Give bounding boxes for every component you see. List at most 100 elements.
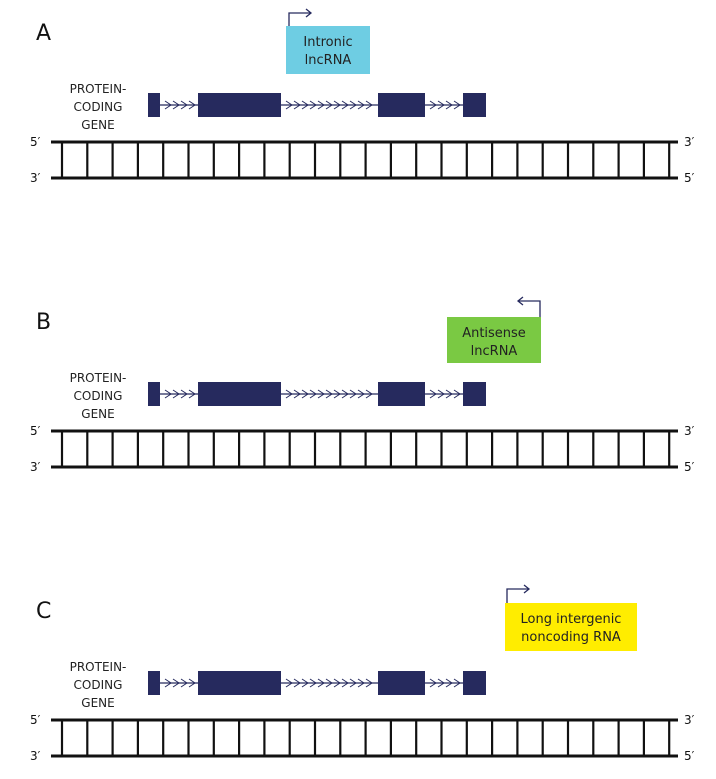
strand-end-label: 3′ xyxy=(30,171,41,185)
intron-chevron xyxy=(317,389,325,399)
intron-chevron xyxy=(445,389,453,399)
protein-coding-gene xyxy=(148,93,486,117)
intron-chevron xyxy=(164,100,172,110)
intron-chevron xyxy=(341,678,349,688)
gene-label: GENE xyxy=(81,696,114,710)
intron-chevron xyxy=(365,100,373,110)
intron-chevron xyxy=(357,389,365,399)
tss-arrow-icon xyxy=(506,584,531,603)
gene-label: PROTEIN- xyxy=(70,660,127,674)
lncrna-label: lncRNA xyxy=(471,344,518,359)
gene-label: CODING xyxy=(74,100,123,114)
exon-block xyxy=(378,671,425,695)
strand-end-label: 3′ xyxy=(684,713,695,727)
lncrna-label: Intronic xyxy=(303,35,352,50)
intron-chevron xyxy=(349,389,357,399)
intron-chevron xyxy=(453,389,461,399)
exon-block xyxy=(463,671,486,695)
gene-label: GENE xyxy=(81,407,114,421)
panel-letter: A xyxy=(36,21,51,46)
intron-chevron xyxy=(349,100,357,110)
lncrna-label: Antisense xyxy=(462,326,526,341)
intron-chevron xyxy=(341,100,349,110)
intron-chevron xyxy=(429,100,437,110)
dna-double-strand xyxy=(51,429,678,469)
intron-chevron xyxy=(309,678,317,688)
intron-chevron xyxy=(309,389,317,399)
intron-chevron xyxy=(180,678,188,688)
gene-label: GENE xyxy=(81,118,114,132)
exon-block xyxy=(378,382,425,406)
intron-chevron xyxy=(453,678,461,688)
intron-chevron xyxy=(437,678,445,688)
intron-chevron xyxy=(172,389,180,399)
strand-end-label: 3′ xyxy=(684,135,695,149)
intron-chevron xyxy=(317,678,325,688)
intron-chevron xyxy=(164,389,172,399)
intron-chevron xyxy=(365,678,373,688)
lncrna-label: lncRNA xyxy=(305,53,352,68)
intron-chevron xyxy=(325,678,333,688)
intron-chevron xyxy=(333,100,341,110)
intron-chevron xyxy=(293,100,301,110)
intron-chevron xyxy=(357,678,365,688)
intron-chevron xyxy=(301,100,309,110)
intron-chevron xyxy=(349,678,357,688)
intron-chevron xyxy=(172,678,180,688)
exon-block xyxy=(148,671,160,695)
intron-chevron xyxy=(285,678,293,688)
lncrna-label: noncoding RNA xyxy=(521,630,621,645)
exon-block xyxy=(198,382,281,406)
intron-chevron xyxy=(164,678,172,688)
exon-block xyxy=(148,93,160,117)
protein-coding-gene xyxy=(148,671,486,695)
dna-double-strand xyxy=(51,140,678,180)
intron-chevron xyxy=(180,389,188,399)
exon-block xyxy=(463,93,486,117)
protein-coding-gene xyxy=(148,382,486,406)
gene-label: CODING xyxy=(74,678,123,692)
exon-block xyxy=(148,382,160,406)
exon-block xyxy=(198,671,281,695)
strand-end-label: 3′ xyxy=(30,460,41,474)
intron-chevron xyxy=(180,100,188,110)
strand-end-label: 5′ xyxy=(684,460,695,474)
intron-chevron xyxy=(357,100,365,110)
panel-letter: B xyxy=(36,310,51,335)
intron-chevron xyxy=(285,389,293,399)
gene-label: PROTEIN- xyxy=(70,82,127,96)
dna-double-strand xyxy=(51,718,678,758)
intron-chevron xyxy=(285,100,293,110)
intron-chevron xyxy=(188,100,196,110)
strand-end-label: 5′ xyxy=(30,424,41,438)
intron-chevron xyxy=(333,389,341,399)
intron-chevron xyxy=(437,389,445,399)
intron-chevron xyxy=(293,678,301,688)
strand-end-label: 5′ xyxy=(30,135,41,149)
intron-chevron xyxy=(301,678,309,688)
exon-block xyxy=(198,93,281,117)
intron-chevron xyxy=(317,100,325,110)
gene-label: CODING xyxy=(74,389,123,403)
lncrna-box xyxy=(286,26,370,74)
strand-end-label: 3′ xyxy=(684,424,695,438)
intron-chevron xyxy=(445,100,453,110)
panel-b: B Antisense lncRNA PROTEIN- CODING GENE 5′ 3′ 3′… xyxy=(30,296,695,474)
intron-chevron xyxy=(437,100,445,110)
intron-chevron xyxy=(325,389,333,399)
exon-block xyxy=(463,382,486,406)
strand-end-label: 3′ xyxy=(30,749,41,763)
intron-chevron xyxy=(293,389,301,399)
intron-chevron xyxy=(309,100,317,110)
intron-chevron xyxy=(429,678,437,688)
intron-chevron xyxy=(453,100,461,110)
exon-block xyxy=(378,93,425,117)
intron-chevron xyxy=(333,678,341,688)
lncrna-label: Long intergenic xyxy=(521,612,622,627)
gene-label: PROTEIN- xyxy=(70,371,127,385)
intron-chevron xyxy=(325,100,333,110)
intron-chevron xyxy=(429,389,437,399)
lncrna-box xyxy=(447,317,541,363)
